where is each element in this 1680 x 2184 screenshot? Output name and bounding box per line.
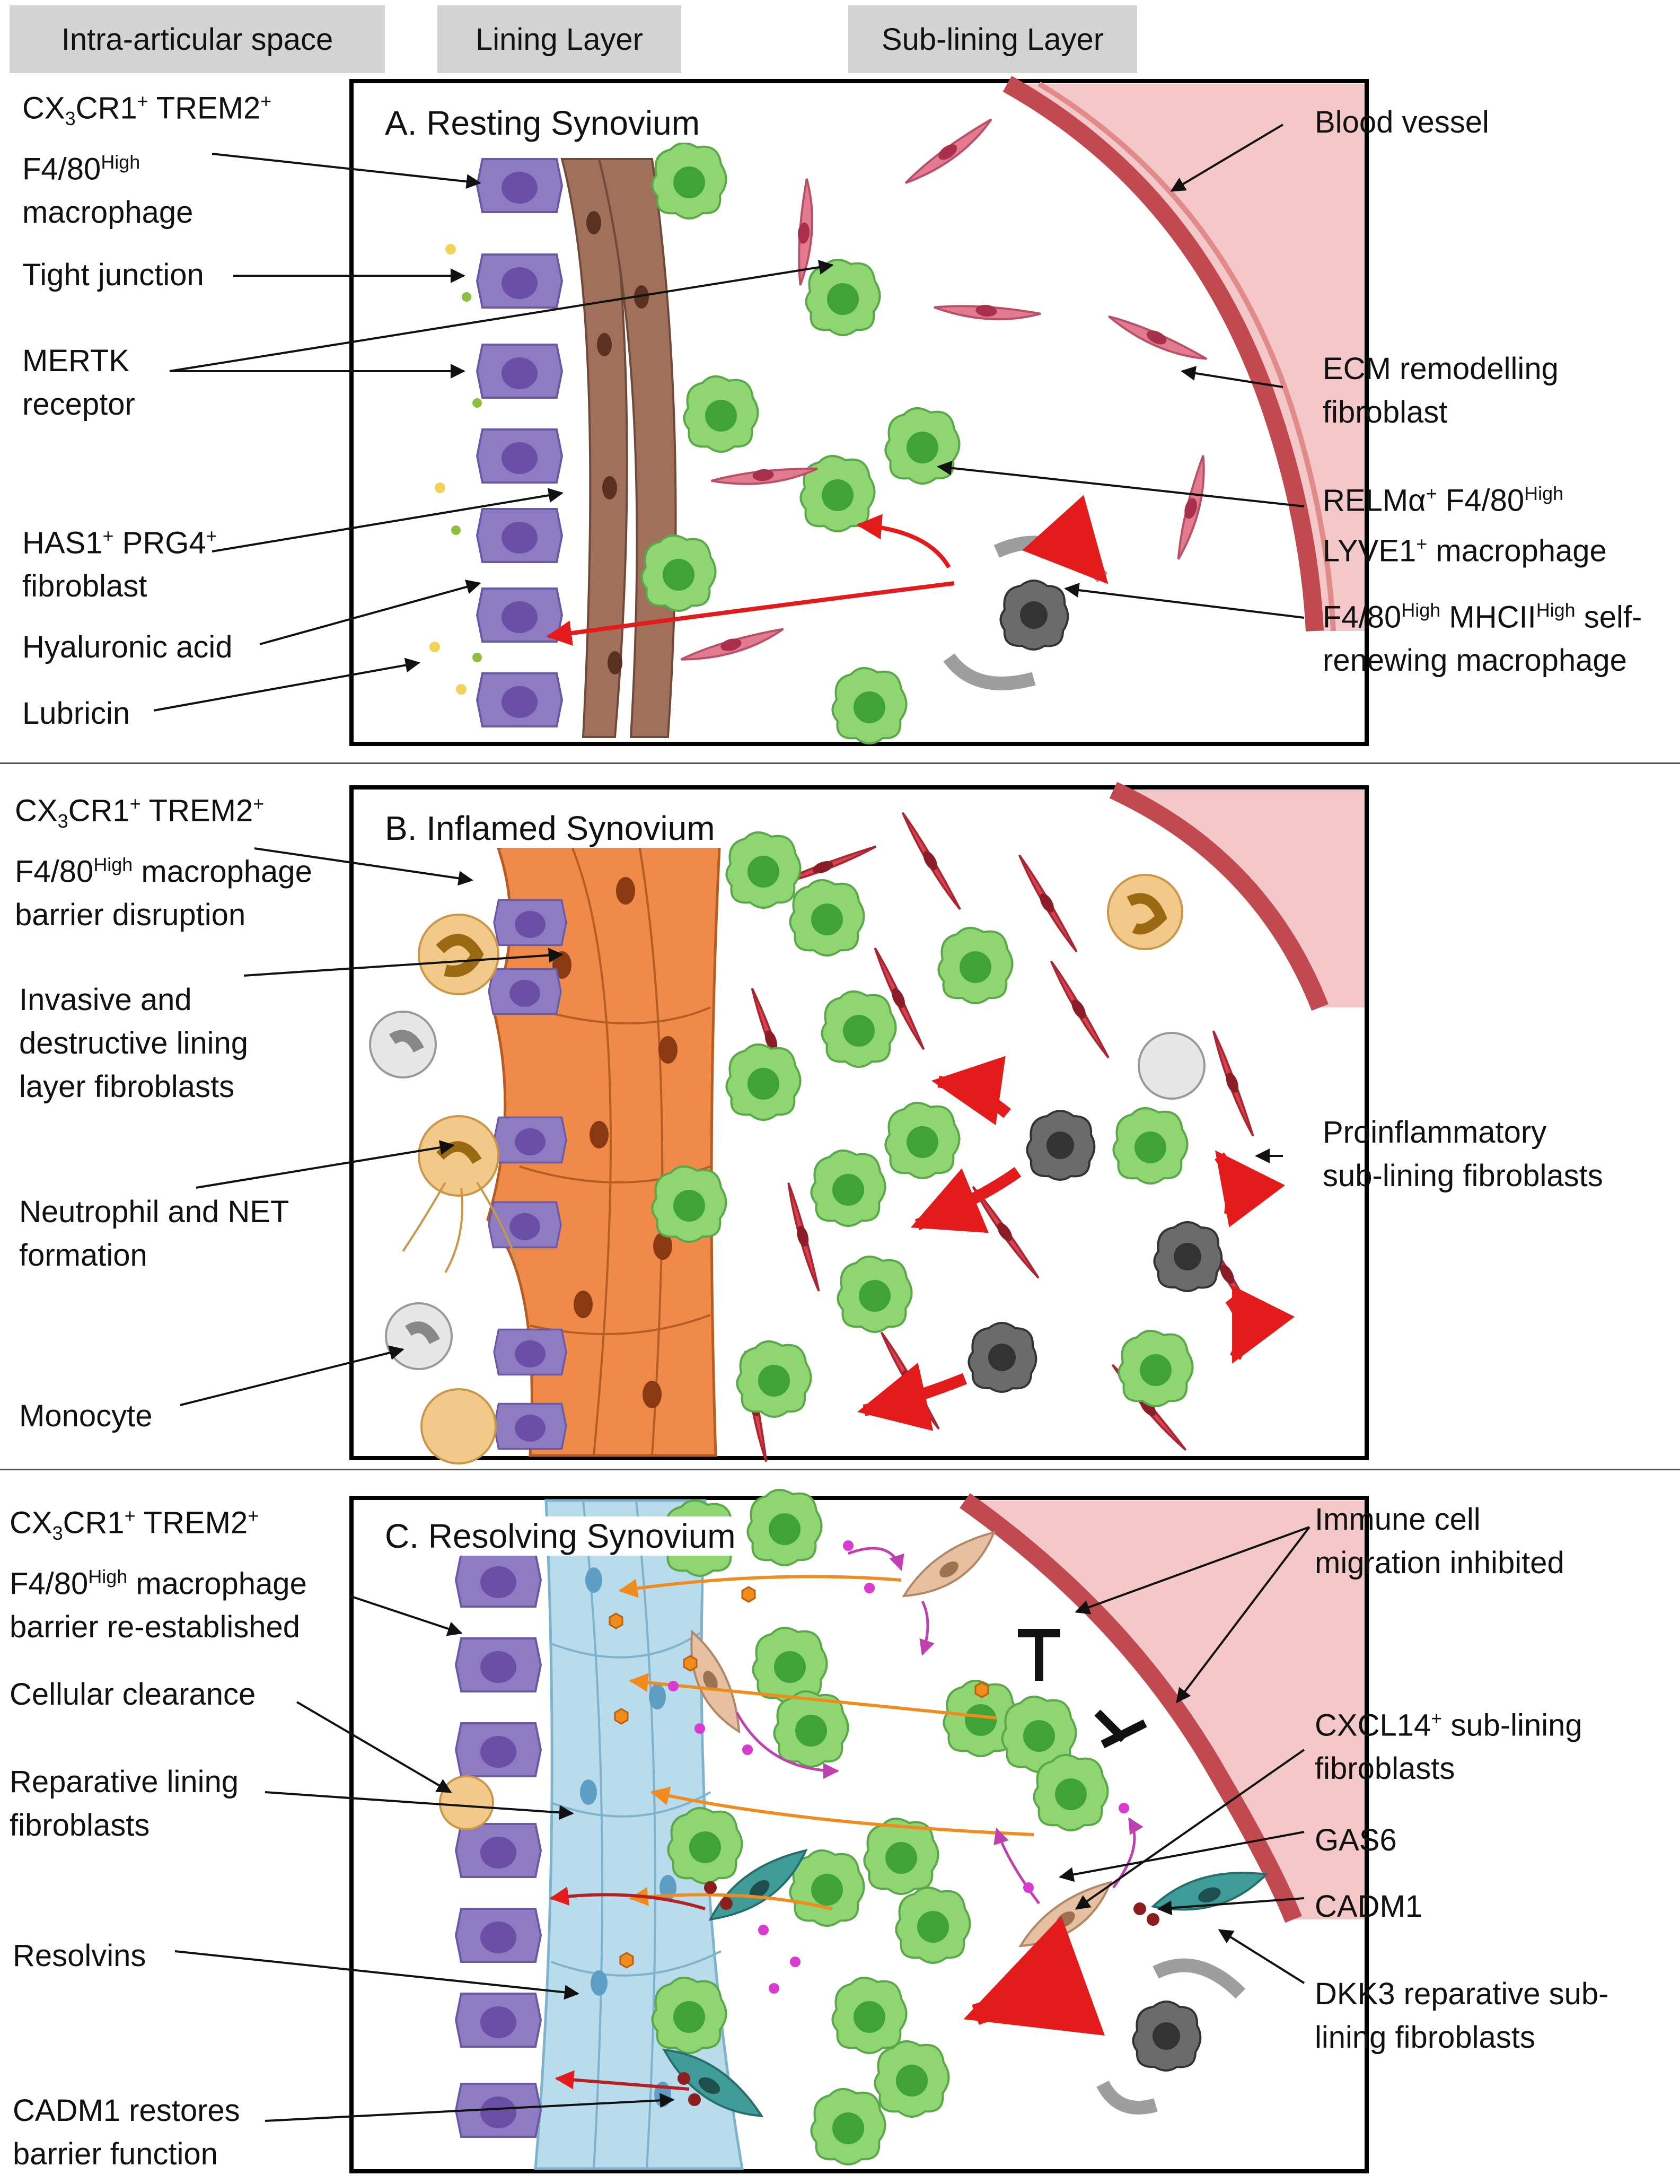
c-label-macrophage-reestablished: CX3CR1+ TREM2+ F4/80High macrophage barr…	[10, 1505, 307, 1645]
a-label-self-renewing-macrophage: F4/80High MHCIIHigh self- renewing macro…	[1323, 599, 1642, 678]
a-label-has1-fibroblast: HAS1+ PRG4+ fibroblast	[22, 525, 217, 604]
panel-b-title: B. Inflamed Synovium	[376, 809, 724, 848]
a-self-renewing-macrophage	[999, 580, 1069, 651]
b-label-monocyte: Monocyte	[19, 1399, 153, 1433]
panel-b-illustration	[180, 782, 1369, 1464]
c-label-cadm1-restores: CADM1 restores barrier function	[13, 2093, 240, 2171]
a-label-tight-junction: Tight junction	[22, 258, 204, 292]
panel-c-illustration	[174, 1488, 1369, 2173]
c-label-cellular-clearance: Cellular clearance	[10, 1677, 256, 1712]
header-lining-layer: Lining Layer	[437, 5, 681, 73]
divider-bc	[0, 1469, 1680, 1470]
a-label-hyaluronic-acid: Hyaluronic acid	[22, 630, 233, 664]
a-label-blood-vessel: Blood vessel	[1315, 105, 1489, 139]
c-label-dkk3-fibroblasts: DKK3 reparative sub- lining fibroblasts	[1315, 1977, 1609, 2055]
divider-ab	[0, 762, 1680, 764]
a-label-lubricin: Lubricin	[22, 696, 130, 731]
a-label-ecm-fibroblast: ECM remodelling fibroblast	[1323, 352, 1559, 429]
a-label-macrophage: CX3CR1+ TREM2+ F4/80High macrophage	[22, 90, 272, 230]
a-label-relm-macrophage: RELMα+ F4/80High LYVE1+ macrophage	[1323, 483, 1607, 568]
panel-a-title: A. Resting Synovium	[376, 103, 709, 143]
c-label-gas6: GAS6	[1315, 1823, 1397, 1857]
b-neutrophils	[402, 874, 1183, 1464]
b-label-invasive-fibroblasts: Invasive and destructive lining layer fi…	[19, 983, 248, 1104]
c-label-reparative-lining: Reparative lining fibroblasts	[10, 1765, 239, 1843]
c-label-resolvins: Resolvins	[13, 1939, 146, 1973]
header-sublining-layer: Sub-lining Layer	[848, 5, 1137, 73]
b-label-macrophage-disruption: CX3CR1+ TREM2+ F4/80High macrophage barr…	[15, 793, 312, 933]
c-label-immune-migration: Immune cell migration inhibited	[1315, 1502, 1564, 1580]
c-label-cxcl14-fibroblasts: CXCL14+ sub-lining fibroblasts	[1315, 1707, 1582, 1786]
panel-c-title: C. Resolving Synovium	[376, 1516, 744, 1556]
panel-a-illustration	[153, 76, 1369, 746]
header-intra-articular: Intra-articular space	[10, 5, 385, 73]
c-label-cadm1: CADM1	[1315, 1889, 1423, 1924]
b-label-neutrophil-net: Neutrophil and NET formation	[19, 1195, 289, 1273]
b-label-proinflammatory-fibroblasts: Proinflammatory sub-lining fibroblasts	[1323, 1115, 1603, 1193]
a-label-mertk: MERTK receptor	[22, 344, 135, 422]
